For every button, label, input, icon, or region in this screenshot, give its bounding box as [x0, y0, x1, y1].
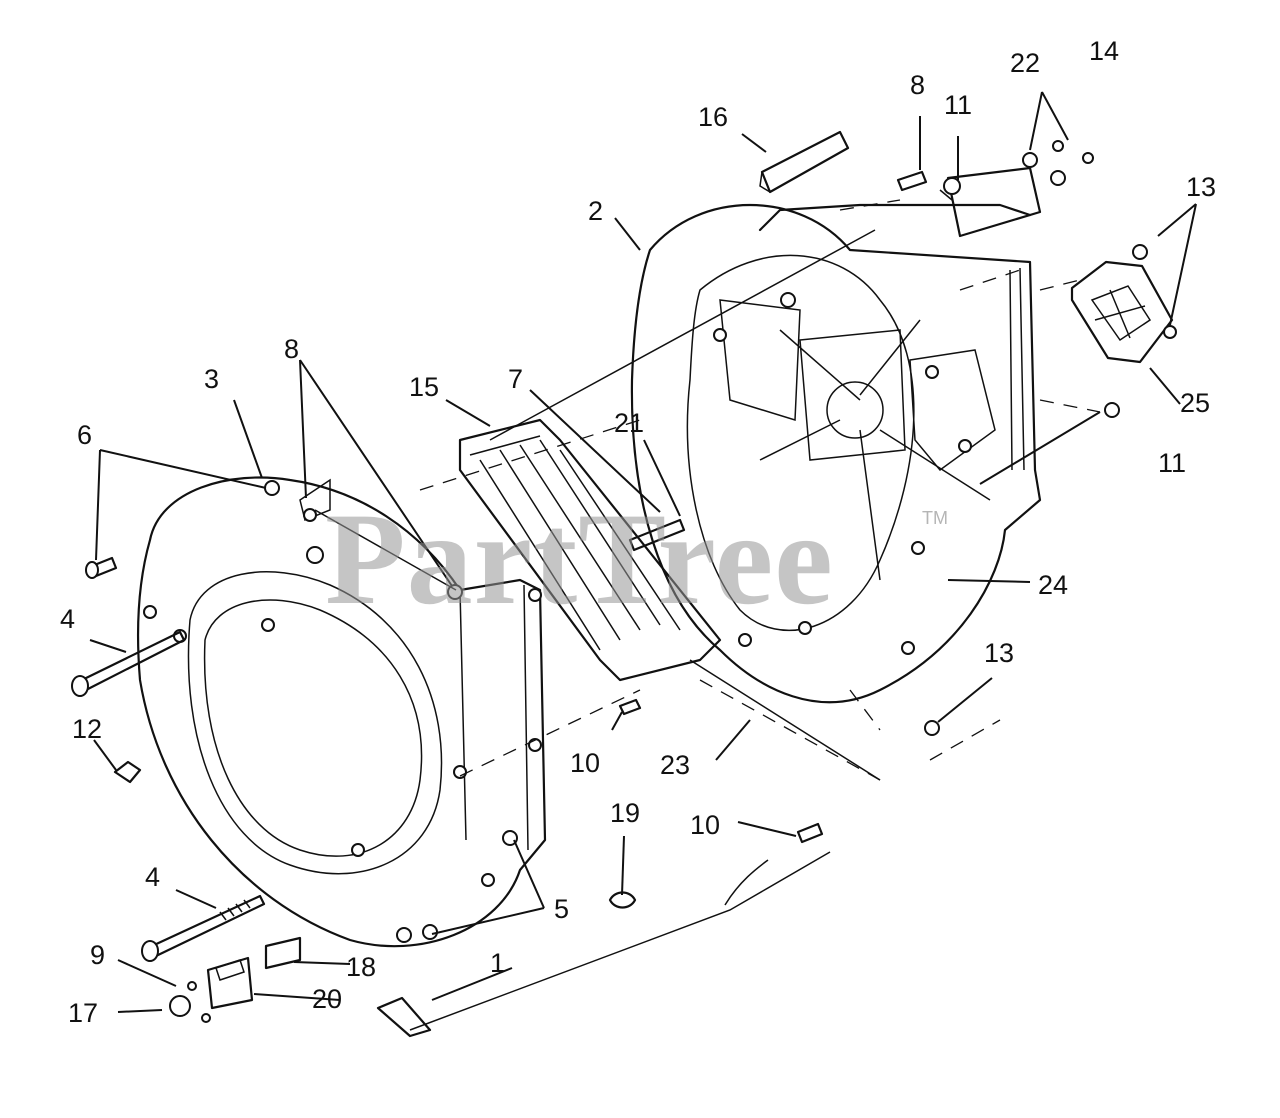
callout-14: 14 [1089, 36, 1120, 66]
callout-13a: 13 [1186, 172, 1217, 202]
mount-block-11 [939, 166, 1042, 238]
long-bolt-4-lower [141, 894, 266, 962]
callout-3: 3 [204, 364, 220, 394]
nuts-22 [1022, 140, 1094, 186]
rod-line-lower [689, 659, 881, 781]
watermark-text: PartTree [325, 485, 834, 632]
callout-16: 16 [698, 102, 729, 132]
callout-8a: 8 [284, 334, 300, 364]
callout-17: 17 [68, 998, 99, 1028]
bolt-6 [85, 556, 118, 579]
bolt-10-left [618, 698, 642, 716]
callout-15: 15 [409, 372, 440, 402]
callout-20: 20 [312, 984, 343, 1014]
bolt-8-top [896, 170, 928, 192]
long-bolt-4-upper [71, 630, 186, 697]
callout-7: 7 [508, 364, 524, 394]
clip-12 [113, 760, 142, 784]
callout-11b: 11 [1158, 448, 1187, 478]
cable-1 [376, 851, 831, 1038]
callout-19: 19 [610, 798, 641, 828]
frame-15 [458, 418, 722, 682]
back-housing [630, 203, 1042, 704]
callout-4a: 4 [60, 604, 76, 634]
bracket-16 [759, 130, 850, 194]
callout-24: 24 [1038, 570, 1069, 600]
callout-13b: 13 [984, 638, 1015, 668]
callout-6: 6 [77, 420, 93, 450]
callout-11a: 11 [944, 90, 973, 120]
trademark-mark: TM [922, 508, 948, 528]
bolt-21 [628, 518, 686, 552]
callout-4b: 4 [145, 862, 161, 892]
callout-12: 12 [72, 714, 103, 744]
callout-10b: 10 [690, 810, 721, 840]
alignment-lines [419, 199, 1101, 781]
small-parts-17-20 [169, 936, 302, 1023]
callout-5: 5 [554, 894, 570, 924]
callout-2: 2 [588, 196, 604, 226]
axle-line [489, 229, 876, 441]
callout-23: 23 [660, 750, 691, 780]
callout-10a: 10 [570, 748, 601, 778]
callout-22: 22 [1010, 48, 1041, 78]
callout-21: 21 [614, 408, 645, 438]
leader-lines [89, 91, 1197, 1013]
cover-plate-25 [1070, 244, 1177, 418]
callout-1: 1 [490, 948, 506, 978]
nut-13-lower [924, 720, 940, 736]
bolt-10-right [796, 822, 824, 844]
rod-line [314, 509, 457, 591]
callout-9: 9 [90, 940, 106, 970]
callout-8b: 8 [910, 70, 926, 100]
callout-18: 18 [346, 952, 377, 982]
grommet-19 [608, 891, 637, 909]
callout-25: 25 [1180, 388, 1211, 418]
